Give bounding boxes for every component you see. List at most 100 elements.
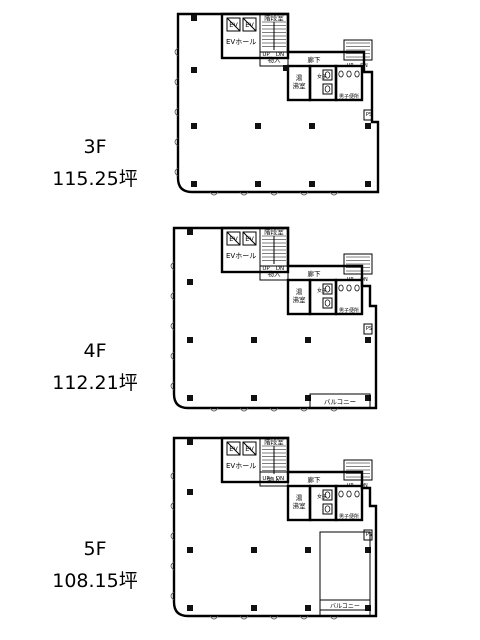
womens-toilet-label: 女子 — [317, 73, 327, 80]
structural-column — [187, 547, 193, 553]
window-mark — [269, 615, 279, 620]
window-mark — [269, 191, 279, 196]
storage-room — [259, 265, 289, 281]
womens-toilet-label: 女子 — [317, 287, 327, 294]
mens-toilet — [334, 64, 364, 102]
structural-column — [255, 181, 261, 187]
window-mark — [170, 351, 175, 361]
elevator-car — [226, 231, 241, 246]
elevator-label: EV — [245, 21, 254, 29]
exterior-wall — [172, 226, 378, 410]
structural-column — [365, 181, 371, 187]
window-mark — [299, 407, 309, 412]
window-mark — [299, 191, 309, 196]
window-mark — [329, 407, 339, 412]
structural-column — [305, 337, 311, 343]
structural-column — [191, 123, 197, 129]
structural-column — [187, 395, 193, 401]
elevator-label: EV — [245, 235, 254, 243]
rear-stair-well — [343, 253, 373, 275]
ev-hall-label: EVホール — [226, 252, 256, 260]
hot-water-label: 沸室 — [293, 81, 307, 90]
toilet-fixture — [324, 85, 331, 93]
window-mark — [209, 407, 219, 412]
window-mark — [239, 191, 249, 196]
balcony-label: バルコニー — [324, 398, 356, 406]
window-mark — [170, 591, 175, 601]
structural-column — [309, 123, 315, 129]
toilet-stall — [322, 83, 333, 95]
window-mark — [329, 615, 339, 620]
structural-column — [255, 123, 261, 129]
ps-label: PS — [366, 326, 372, 332]
elevator-label: EV — [245, 445, 254, 453]
core-wall — [220, 226, 290, 274]
floor-name: 5F — [83, 538, 107, 560]
stair-down-label: DN — [276, 476, 284, 482]
stair-down-label: DN — [360, 483, 368, 489]
structural-column — [187, 279, 193, 285]
toilet-fixture — [324, 491, 331, 499]
toilet-fixture — [324, 285, 331, 293]
window-mark — [299, 615, 309, 620]
stair-down-label: DN — [276, 266, 284, 272]
stair-up-label: UP — [347, 277, 354, 283]
structural-column — [365, 605, 371, 611]
urinal-fixture — [354, 490, 360, 498]
stair-up-label: UP — [262, 476, 270, 482]
floor-label-3f: 3F 115.25坪 — [0, 134, 190, 192]
structural-column — [187, 489, 193, 495]
structural-column — [309, 181, 315, 187]
elevator-cross — [242, 441, 257, 456]
storage-label: 物入 — [268, 55, 282, 64]
hot-water-label: 沸室 — [293, 501, 307, 510]
urinal-fixture — [354, 70, 360, 78]
urinal-fixture — [354, 284, 360, 292]
floor-area: 112.21坪 — [52, 372, 138, 394]
structural-column — [191, 67, 197, 73]
elevator-cross — [226, 17, 241, 32]
elevator-cross — [226, 231, 241, 246]
balcony — [319, 531, 371, 617]
structural-column — [365, 337, 371, 343]
structural-column — [251, 395, 257, 401]
mens-toilet — [334, 278, 364, 316]
toilet-fixture — [324, 299, 331, 307]
mens-toilet-label: 男子便所 — [339, 93, 359, 100]
elevator-label: EV — [229, 21, 238, 29]
structural-column — [187, 439, 193, 445]
window-mark — [170, 321, 175, 331]
core-wall — [220, 436, 290, 484]
structural-column — [187, 337, 193, 343]
storage-label: 物入 — [268, 269, 282, 278]
womens-toilet-label: 女子 — [317, 493, 327, 500]
hot-water-label: 湯 — [296, 287, 303, 296]
exterior-wall — [172, 436, 378, 618]
window-mark — [174, 107, 179, 117]
floor-area: 115.25坪 — [52, 168, 138, 190]
window-mark — [170, 291, 175, 301]
window-mark — [174, 167, 179, 177]
structural-column — [251, 547, 257, 553]
corridor-label: 廊下 — [308, 475, 322, 484]
toilet-stall — [322, 297, 333, 309]
stair-up-label: UP — [347, 483, 354, 489]
structural-column — [251, 605, 257, 611]
mens-toilet — [334, 484, 364, 522]
elevator-car — [226, 17, 241, 32]
floor-name: 4F — [83, 340, 107, 362]
structural-column — [365, 123, 371, 129]
corridor-label: 廊下 — [308, 55, 322, 64]
window-mark — [170, 381, 175, 391]
exterior-wall — [176, 12, 380, 194]
elevator-cross — [242, 17, 257, 32]
urinal-fixture — [346, 70, 352, 78]
window-mark — [174, 47, 179, 57]
urinal-fixture — [338, 70, 344, 78]
elevator-car — [242, 441, 257, 456]
toilet-stall — [322, 69, 333, 81]
floor-label-5f: 5F 108.15坪 — [0, 536, 190, 594]
window-mark — [170, 261, 175, 271]
